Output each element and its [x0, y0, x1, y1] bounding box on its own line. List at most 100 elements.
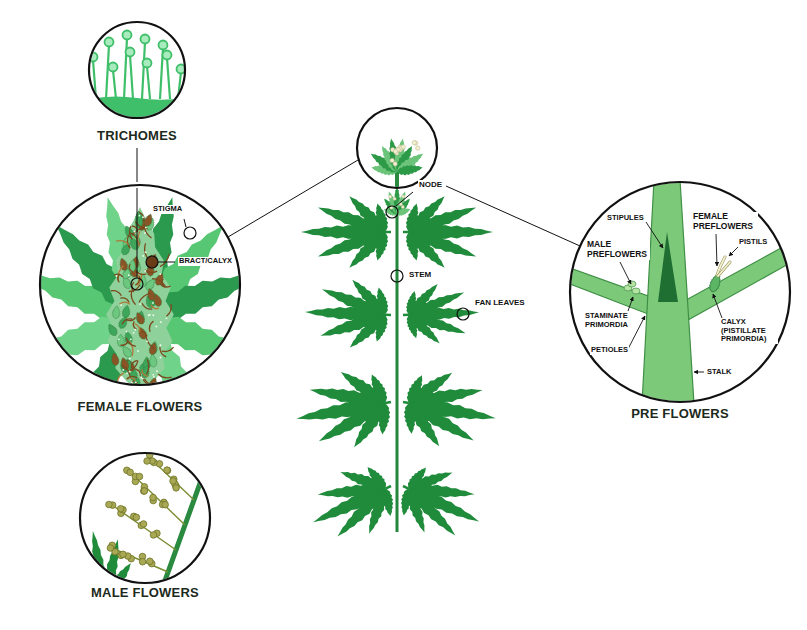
flower-dot	[413, 141, 417, 145]
plant-stem	[396, 190, 399, 532]
pollen-sac	[124, 467, 131, 474]
circle-outline	[37, 182, 243, 419]
trichome-dot	[152, 302, 154, 304]
leaflet	[409, 231, 476, 257]
pollen-sac	[141, 484, 148, 491]
calyx	[130, 238, 139, 249]
calyx	[112, 306, 120, 319]
leaflet	[408, 489, 479, 522]
pistil-hair	[145, 379, 155, 385]
leaflet	[376, 232, 388, 260]
pistil	[718, 262, 730, 276]
calyx	[109, 324, 118, 335]
trichome-dot	[131, 381, 133, 383]
petiole	[403, 314, 409, 317]
pollen-sac	[133, 514, 140, 521]
leaflet	[140, 275, 257, 322]
pollen-sac	[154, 530, 161, 537]
trichome-head	[141, 35, 150, 44]
calyx	[135, 215, 143, 228]
calyx	[128, 260, 136, 273]
circle-outline	[40, 185, 240, 385]
calyx	[146, 218, 154, 230]
pollen-sac	[106, 501, 113, 508]
pistil-hair	[158, 374, 171, 378]
pollen-sac	[118, 552, 125, 559]
pollen-sac	[130, 513, 137, 520]
pistil-hair	[132, 282, 134, 292]
callout-marker	[146, 256, 158, 268]
flower-dot	[390, 148, 394, 152]
flower-dot	[412, 141, 416, 145]
flower-dot	[393, 197, 396, 200]
leaflet	[408, 489, 455, 536]
trichome-head	[105, 38, 114, 47]
pollen-sac	[120, 506, 127, 513]
trichome-dot	[130, 338, 132, 340]
pistil-hair	[119, 302, 129, 304]
petiole	[385, 314, 391, 317]
pistil-hair	[116, 241, 129, 245]
female-flower-illustration	[23, 197, 258, 426]
pollen-sac	[173, 485, 180, 492]
calyx	[150, 341, 158, 354]
pollen-sac	[109, 502, 116, 509]
section-heading: FEMALE FLOWERS	[78, 400, 203, 415]
leaflet	[382, 489, 393, 517]
leaflet	[409, 196, 445, 232]
flower-dot	[398, 145, 402, 149]
calyx	[144, 214, 152, 226]
pistil-hair	[129, 381, 134, 393]
calyx	[146, 296, 154, 308]
leaflet	[409, 208, 476, 234]
pollen-sac	[139, 553, 146, 560]
pollen-sac	[189, 467, 196, 474]
leaflet	[340, 472, 385, 490]
leaflet	[409, 400, 496, 419]
part-label: FAN LEAVES	[474, 298, 526, 307]
pollen-sac	[141, 488, 148, 495]
part-label: STIPULES	[606, 214, 645, 223]
stalk	[642, 180, 694, 404]
trichome-dot	[137, 350, 139, 352]
trichome-dot	[144, 270, 146, 272]
leader-arrow	[620, 262, 631, 284]
flower-dot	[396, 147, 400, 151]
pistil-hair	[118, 266, 123, 281]
flower-dot	[399, 203, 402, 206]
calyx	[125, 226, 134, 237]
callout-marker	[391, 270, 403, 282]
pistil-hair	[131, 360, 137, 368]
pistil-hair	[139, 331, 147, 336]
leaflet	[322, 289, 385, 315]
pistil-hair	[129, 285, 140, 292]
calyx	[135, 211, 143, 224]
leaflet	[375, 315, 387, 342]
leaflet	[409, 308, 479, 320]
plant-stem	[395, 165, 399, 192]
trichome-stalk	[93, 60, 96, 99]
pistil-hair	[130, 226, 133, 240]
part-label: CALYX (PISTILLATE PRIMORDIA)	[720, 318, 778, 344]
trichome-dot	[122, 369, 124, 371]
trichome-dot	[160, 321, 162, 323]
leaflet	[378, 403, 390, 434]
flower-branch	[112, 548, 168, 572]
leaflet	[313, 489, 386, 523]
pollen-sac	[170, 476, 177, 483]
pistil-hair	[145, 270, 157, 273]
leaflet	[409, 403, 439, 446]
flower-dot	[394, 148, 398, 152]
leaflet	[394, 139, 405, 172]
pistil-hair	[114, 274, 123, 277]
leaflet	[397, 165, 423, 175]
circle-outline	[570, 182, 790, 402]
pollen-sac	[118, 510, 125, 517]
leaflet	[23, 275, 140, 322]
trichome-dot	[148, 314, 150, 316]
pistil-hair	[138, 231, 140, 246]
leaflet	[352, 280, 385, 315]
trichome-stalk	[130, 55, 133, 99]
leaflet	[408, 468, 426, 489]
leaflet	[396, 191, 406, 214]
